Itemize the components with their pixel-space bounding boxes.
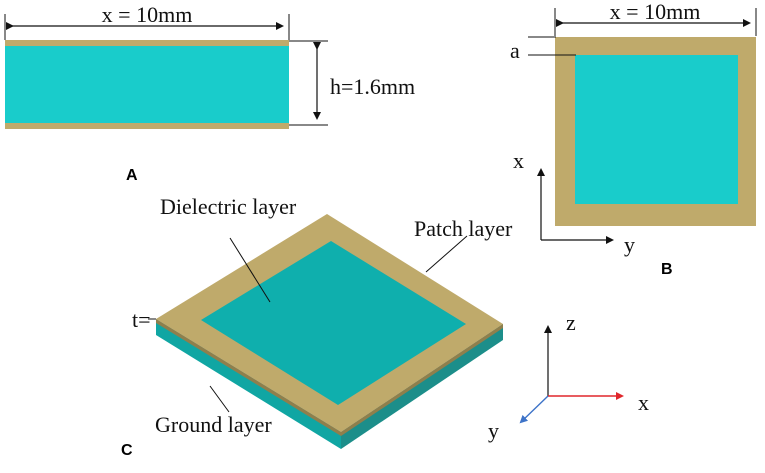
panel-c-patch-front-edge: [156, 319, 341, 436]
panel-c-y-axis-label: y: [488, 418, 499, 443]
panel-c-x-axis-label: x: [638, 390, 649, 415]
panel-b-width-label: x = 10mm: [610, 0, 701, 24]
panel-c-z-axis-label: z: [566, 310, 576, 335]
panel-b-dielectric-window: [575, 55, 738, 204]
panel-a-label: A: [126, 167, 138, 184]
panel-c-ground-leader: [209, 385, 230, 413]
panel-c-dielectric-label: Dielectric layer: [160, 194, 297, 219]
panel-a-dielectric-substrate: [5, 44, 289, 124]
panel-c-patch-label: Patch layer: [414, 216, 513, 241]
panel-c-patch-leader: [425, 235, 468, 273]
panel-c-substrate-front-face: [156, 319, 341, 449]
panel-b-border-label: a: [510, 38, 520, 63]
panel-b-top-view: x = 10mm a x y B: [510, 0, 757, 278]
panel-a-top-patch-layer: [5, 40, 289, 46]
panel-c-label: C: [121, 442, 133, 459]
panel-c-ground-label: Ground layer: [155, 412, 272, 437]
panel-a-side-view: x = 10mm h=1.6mm A: [4, 2, 415, 184]
panel-c-3d-view: Dielectric layer Patch layer Ground laye…: [121, 194, 649, 459]
panel-c-dielectric-window: [201, 241, 466, 405]
panel-c-patch-right-edge: [341, 324, 503, 436]
panel-c-substrate-right-face: [341, 324, 503, 449]
panel-c-thickness-label: t=: [132, 307, 151, 332]
panel-c-y-axis-arrow: [519, 395, 549, 424]
panel-b-x-axis-label: x: [513, 148, 524, 173]
panel-a-height-label: h=1.6mm: [330, 74, 415, 99]
panel-b-y-axis-label: y: [624, 232, 635, 257]
panel-b-label: B: [661, 261, 673, 278]
panel-a-width-label: x = 10mm: [102, 2, 193, 27]
panel-c-dielectric-leader: [229, 237, 271, 303]
panel-a-ground-layer: [5, 123, 289, 129]
